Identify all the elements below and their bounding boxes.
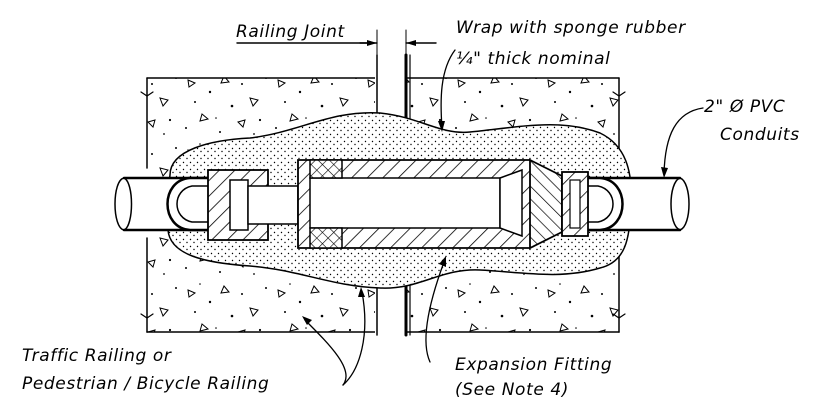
pvc-conduit-left xyxy=(114,176,209,232)
leader-lines xyxy=(302,49,704,386)
wrap-label-line2: ¼" thick nominal xyxy=(456,49,610,69)
pvc-label-line2: Conduits xyxy=(720,125,800,145)
wrap-thickness-text: " thick nominal xyxy=(473,49,610,69)
railing-joint-dimension xyxy=(236,29,437,56)
wrap-fraction: ¼ xyxy=(456,49,473,69)
wrap-label-line1: Wrap with sponge rubber xyxy=(456,18,686,38)
railing-label-line1: Traffic Railing or xyxy=(22,346,172,366)
expansion-fitting xyxy=(207,158,589,250)
fitting-label-line2: (See Note 4) xyxy=(455,380,569,400)
fitting-label-line1: Expansion Fitting xyxy=(455,355,612,375)
pvc-conduit-right xyxy=(578,176,690,232)
pvc-label-line1: 2" Ø PVC xyxy=(704,97,785,117)
railing-label-line2: Pedestrian / Bicycle Railing xyxy=(22,374,269,394)
railing-joint-label: Railing Joint xyxy=(236,22,345,42)
